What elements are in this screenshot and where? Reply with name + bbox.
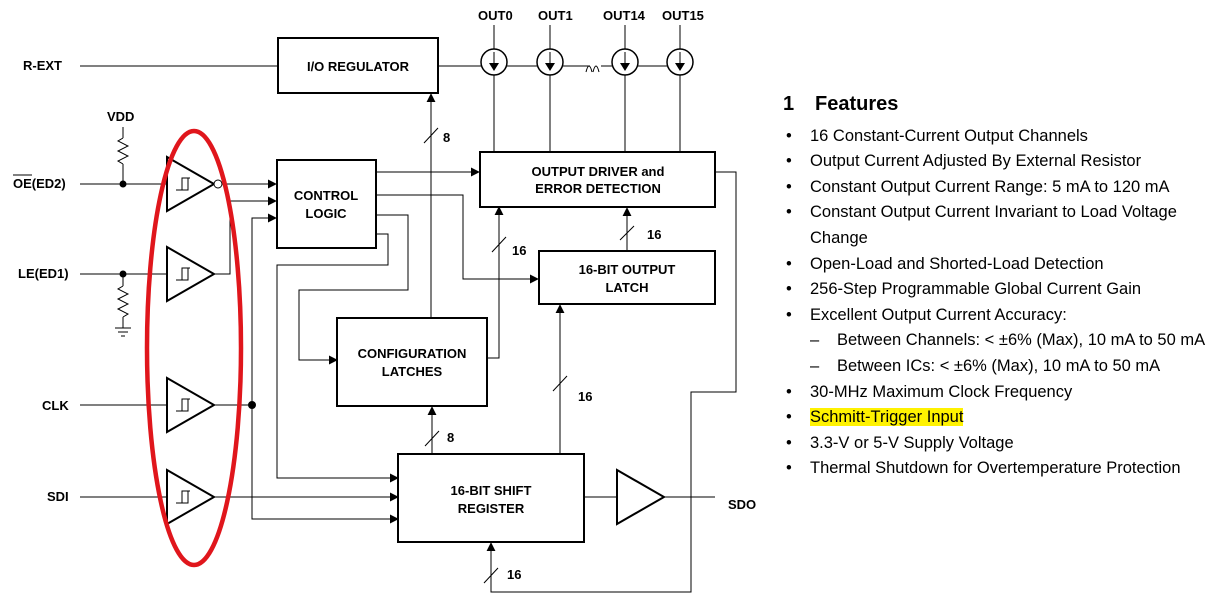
features-section: 1 Features 16 Constant-Current Output Cha… [783,92,1228,482]
le-to-control-wire [214,196,277,275]
pin-out0: OUT0 [478,8,513,23]
le-pulldown-resistor [115,274,131,337]
pin-out15: OUT15 [662,8,704,23]
output-latch-block [538,250,716,305]
features-list: 16 Constant-Current Output ChannelsOutpu… [783,124,1228,482]
features-heading: 1 Features [783,92,1228,118]
current-source-out14 [611,25,639,152]
feature-item: 3.3-V or 5-V Supply Voltage [783,431,1228,457]
output-latch-label-1: 16-BIT OUTPUT [579,262,676,277]
output-driver-block [479,151,716,208]
feature-text: Excellent Output Current Accuracy: [810,305,1067,324]
features-title: Features [815,93,899,115]
latch-bus-width: 16 [647,227,661,242]
feature-text: Constant Output Current Invariant to Loa… [810,203,1177,247]
shift-latch-slash [552,375,568,392]
feature-text: Thermal Shutdown for Overtemperature Pro… [810,459,1181,478]
feature-item: Excellent Output Current Accuracy: [783,303,1228,329]
regulator-bus-slash [423,127,439,144]
feature-item: Thermal Shutdown for Overtemperature Pro… [783,456,1228,482]
feature-item: Schmitt-Trigger Input [783,405,1228,431]
config-latches-label-1: CONFIGURATION [358,346,467,361]
regulator-bus-width: 8 [443,130,450,145]
config-bus-slash [424,430,440,447]
annotation-ellipse [144,128,244,568]
feature-text: Output Current Adjusted By External Resi… [810,152,1142,171]
feature-item: Constant Output Current Range: 5 mA to 1… [783,175,1228,201]
control-to-config-wire [298,214,409,365]
feature-text: 30-MHz Maximum Clock Frequency [810,382,1073,401]
pin-oe: OE(ED2) [13,176,66,191]
feature-text: Schmitt-Trigger Input [810,408,964,427]
shift-register-block [397,453,585,543]
feature-text: Open-Load and Shorted-Load Detection [810,254,1104,273]
output-driver-label-1: OUTPUT DRIVER and [532,164,665,179]
control-to-shift-wire [276,233,399,483]
sdo-buffer [616,468,667,526]
latch-bus-slash [619,225,635,241]
feature-text: Constant Output Current Range: 5 mA to 1… [810,177,1170,196]
feature-text: 3.3-V or 5-V Supply Voltage [810,433,1014,452]
pin-oe-name: OE [13,176,32,191]
config-latches-label-2: LATCHES [382,364,443,379]
control-logic-label-2: LOGIC [305,206,347,221]
clk-to-shift-wire [251,405,399,524]
feature-text: 16 Constant-Current Output Channels [810,126,1088,145]
config-latches-block [336,317,488,407]
feature-text: Between Channels: < ±6% (Max), 10 mA to … [837,331,1206,350]
vdd-pullup-resistor [116,127,130,184]
config-to-driver-bus [487,206,504,359]
pin-oe-suffix: (ED2) [32,176,66,191]
pin-clk: CLK [42,398,69,413]
le-schmitt-buffer [166,245,217,303]
shift-latch-width: 16 [578,389,592,404]
driver-bus-slash [491,236,507,253]
feedback-bus [486,171,737,593]
oe-schmitt-buffer [166,155,223,213]
current-source-out1 [536,25,564,152]
feature-item: Open-Load and Shorted-Load Detection [783,252,1228,278]
clk-to-control-wire [214,213,277,406]
pin-vdd: VDD [107,109,134,124]
feature-item: 16 Constant-Current Output Channels [783,124,1228,150]
feature-text: 256-Step Programmable Global Current Gai… [810,280,1142,299]
le-node-dot [119,270,127,278]
feature-subitem: Between Channels: < ±6% (Max), 10 mA to … [783,328,1228,354]
control-logic-label-1: CONTROL [294,188,358,203]
feature-item: 30-MHz Maximum Clock Frequency [783,380,1228,406]
oe-node-dot [119,180,127,188]
feedback-bus-width: 16 [507,567,521,582]
config-bus-width: 8 [447,430,454,445]
current-source-out15 [666,25,694,152]
pin-sdo: SDO [728,497,756,512]
pin-out1: OUT1 [538,8,573,23]
block-diagram: R-EXT VDD OE(ED2) LE(ED1) CLK SDI SDO OU… [13,8,756,593]
io-regulator-label: I/O REGULATOR [307,59,410,74]
feedback-bus-slash [483,567,499,584]
break-icon [585,65,600,73]
features-number: 1 [783,93,795,115]
output-driver-label-2: ERROR DETECTION [535,181,661,196]
sdi-schmitt-buffer [166,468,217,526]
output-latch-label-2: LATCH [605,280,648,295]
clk-schmitt-buffer [166,376,217,434]
shift-register-label-2: REGISTER [458,501,525,516]
feature-item: Constant Output Current Invariant to Loa… [783,200,1228,251]
pin-le: LE(ED1) [18,266,69,281]
feature-text: Between ICs: < ±6% (Max), 10 mA to 50 mA [837,356,1161,375]
shift-register-label-1: 16-BIT SHIFT [451,483,532,498]
pin-out14: OUT14 [603,8,646,23]
current-source-out0 [480,25,508,152]
feature-item: Output Current Adjusted By External Resi… [783,149,1228,175]
feature-item: 256-Step Programmable Global Current Gai… [783,277,1228,303]
driver-bus-width: 16 [512,243,526,258]
pin-sdi: SDI [47,489,69,504]
control-logic-block [276,159,377,249]
pin-r-ext: R-EXT [23,58,62,73]
feature-subitem: Between ICs: < ±6% (Max), 10 mA to 50 mA [783,354,1228,380]
control-to-latch-wire [376,194,539,284]
